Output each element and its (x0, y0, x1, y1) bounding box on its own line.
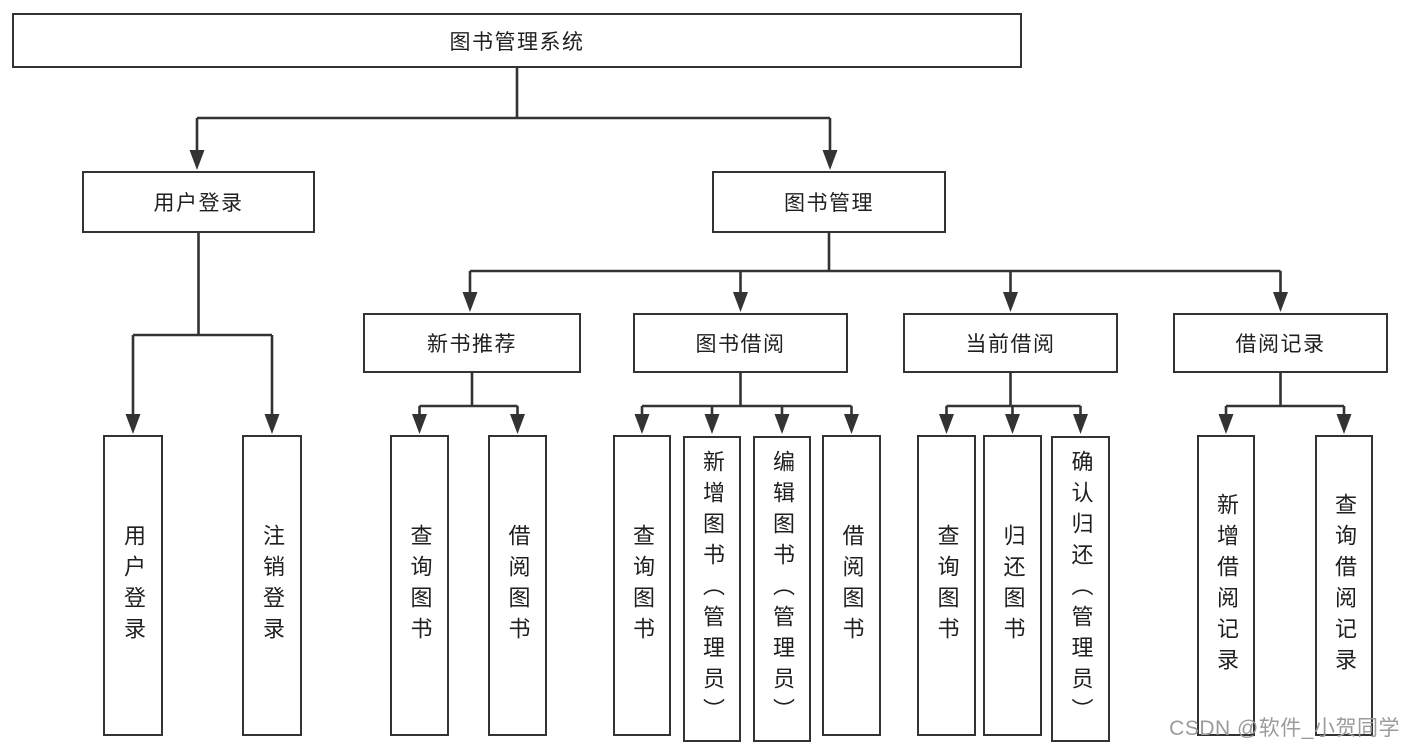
node-label: 图书借阅 (695, 333, 786, 356)
node-current-borrow: 当前借阅 (903, 313, 1118, 373)
watermark: CSDN @软件_小贺同学 (1169, 717, 1400, 740)
node-label: 借阅记录 (1235, 333, 1326, 356)
leaf-logout: 注销登录 (242, 435, 302, 736)
leaf-label: 用户登录 (121, 523, 146, 648)
leaf-query-books-current: 查询图书 (917, 435, 976, 736)
node-borrow-records: 借阅记录 (1173, 313, 1388, 373)
leaf-borrow-books-borrow: 借阅图书 (822, 435, 881, 736)
connector-book-borrow (634, 373, 859, 434)
node-book-borrow: 图书借阅 (633, 313, 848, 373)
leaf-label: 编辑图书（管理员） (770, 449, 795, 729)
leaf-add-borrow-record: 新增借阅记录 (1197, 435, 1255, 736)
connector-user-login-branch (125, 233, 280, 434)
leaf-label: 确认归还（管理员） (1068, 449, 1094, 729)
leaf-label: 归还图书 (1000, 523, 1026, 648)
leaf-borrow-books-recommend: 借阅图书 (488, 435, 547, 736)
connector-root-to-level2 (189, 68, 838, 170)
connector-borrow-records (1218, 373, 1352, 434)
leaf-edit-book-admin: 编辑图书（管理员） (753, 436, 811, 742)
node-root: 图书管理系统 (12, 13, 1022, 68)
node-new-book-recommend: 新书推荐 (363, 313, 581, 373)
leaf-label: 注销登录 (260, 523, 285, 648)
node-book-management: 图书管理 (712, 171, 946, 233)
leaf-label: 查询图书 (934, 523, 960, 648)
leaf-label: 新增借阅记录 (1214, 492, 1239, 679)
connector-new-book-recommend (412, 373, 525, 434)
connector-book-management-branch (462, 233, 1288, 312)
node-label: 新书推荐 (427, 333, 517, 356)
node-label: 图书管理 (784, 192, 874, 215)
leaf-user-login: 用户登录 (103, 435, 163, 736)
leaf-label: 查询借阅记录 (1332, 492, 1357, 679)
leaf-label: 新增图书（管理员） (700, 449, 725, 729)
node-label: 当前借阅 (965, 333, 1056, 356)
leaf-label: 查询图书 (630, 523, 655, 648)
leaf-label: 查询图书 (407, 523, 433, 648)
connector-current-borrow (939, 373, 1088, 434)
node-label: 用户登录 (153, 192, 244, 215)
leaf-query-books-recommend: 查询图书 (390, 435, 449, 736)
leaf-query-borrow-record: 查询借阅记录 (1315, 435, 1373, 736)
node-root-label: 图书管理系统 (449, 30, 585, 54)
node-user-login-branch: 用户登录 (82, 171, 315, 233)
leaf-label: 借阅图书 (505, 523, 531, 648)
leaf-query-books-borrow: 查询图书 (613, 435, 671, 736)
leaf-return-book: 归还图书 (983, 435, 1042, 736)
leaf-label: 借阅图书 (839, 523, 865, 648)
leaf-confirm-return-admin: 确认归还（管理员） (1051, 436, 1110, 742)
leaf-add-book-admin: 新增图书（管理员） (683, 436, 741, 742)
